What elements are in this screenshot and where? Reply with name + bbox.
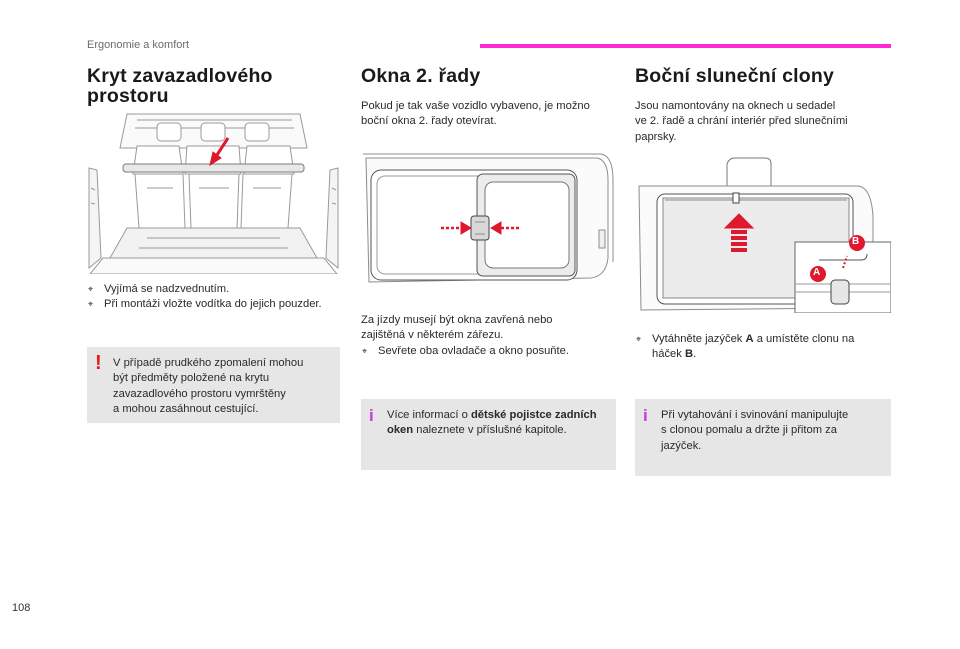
bullet-icon: ⌖: [636, 334, 642, 344]
list-item: ⌖ Vytáhněte jazýček A a umístěte clonu n…: [636, 333, 855, 361]
sun-blinds-steps: ⌖ Vytáhněte jazýček A a umístěte clonu n…: [635, 332, 891, 363]
info-icon: i: [643, 406, 648, 425]
info-box-sun-blind: i Při vytahování i svinování manipulujte…: [635, 399, 891, 476]
column-sun-blinds: Boční sluneční clony Jsou namontovány na…: [635, 66, 891, 145]
sun-blinds-intro: Jsou namontovány na oknech u sedadel ve …: [635, 100, 848, 143]
info-icon: i: [369, 406, 374, 425]
cargo-cover-illustration: [87, 108, 340, 274]
section-header: Ergonomie a komfort: [87, 39, 190, 51]
rear-windows-body: Za jízdy musejí být okna zavřená nebo za…: [361, 314, 553, 342]
heading-cargo-cover: Kryt zavazadlového prostoru: [87, 65, 273, 107]
heading-sun-blinds: Boční sluneční clony: [635, 65, 835, 87]
warning-icon: !: [95, 352, 102, 374]
callout-label-b: B: [852, 236, 860, 247]
callout-label-a: A: [813, 267, 821, 278]
bullet-icon: ⌖: [362, 346, 368, 356]
list-item: ⌖Sevřete oba ovladače a okno posuňte.: [361, 344, 617, 359]
column-rear-windows: Okna 2. řady Pokud je tak vaše vozidlo v…: [361, 66, 617, 130]
bullet-icon: ⌖: [88, 299, 94, 310]
cargo-cover-steps: ⌖Vyjímá se nadzvednutím. ⌖Při montáži vl…: [87, 282, 343, 313]
info-box-child-lock: i Více informací o dětské pojistce zadní…: [361, 399, 616, 470]
bullet-icon: ⌖: [88, 284, 94, 294]
link-text-child-lock: dětské pojistce zadních: [470, 409, 597, 421]
section-accent-bar: [480, 44, 891, 48]
sliding-window-illustration: [361, 150, 616, 312]
column-cargo-cover: Kryt zavazadlového prostoru: [87, 66, 343, 106]
sun-blind-illustration: B A: [635, 156, 891, 313]
rear-windows-intro: Pokud je tak vaše vozidlo vybaveno, je m…: [361, 100, 590, 128]
heading-rear-windows: Okna 2. řady: [361, 65, 481, 87]
warning-box: ! V případě prudkého zpomalení mohou být…: [87, 347, 340, 423]
list-item: ⌖Vyjímá se nadzvednutím.: [87, 282, 343, 297]
page-number: 108: [12, 602, 31, 614]
rear-windows-steps: ⌖Sevřete oba ovladače a okno posuňte.: [361, 344, 617, 359]
list-item: ⌖Při montáži vložte vodítka do jejich po…: [87, 297, 343, 312]
